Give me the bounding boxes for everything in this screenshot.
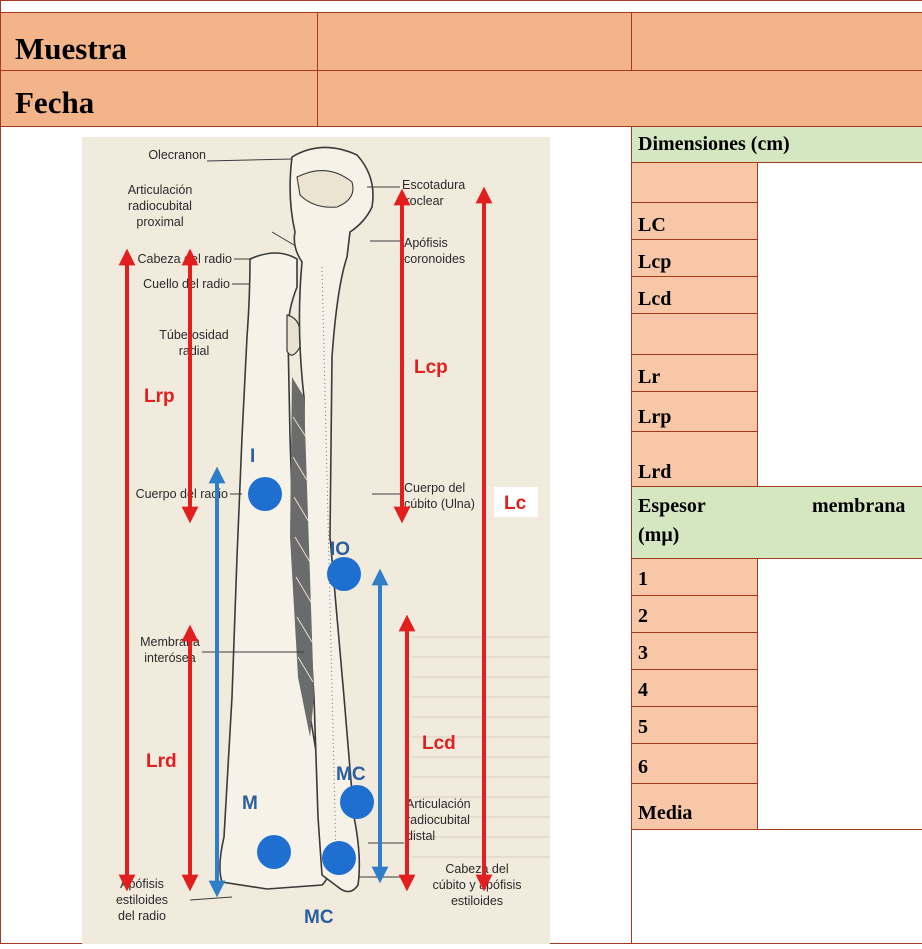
label-point-mc-upper: MC <box>336 764 366 785</box>
label-lcd: Lcd <box>422 733 456 754</box>
label-cabeza-cubito-1: Cabeza del <box>445 862 508 876</box>
point-i <box>248 477 282 511</box>
label-tuberosidad-1: Túberosidad <box>159 328 229 342</box>
dimension-label: Lcd <box>638 288 671 311</box>
dimension-label-cell <box>632 314 758 355</box>
membrane-row-cell: 6 <box>632 744 758 784</box>
dimensions-title: Dimensiones (cm) <box>638 133 790 156</box>
label-cabeza-cubito-2: cúbito y apófisis <box>433 878 522 892</box>
membrane-header-cell: Espesor membrana (mμ) <box>632 487 922 559</box>
label-apofisis-radio-3: del radio <box>118 909 166 923</box>
dimension-label: Lcp <box>638 251 671 274</box>
dimension-label-cell <box>632 163 758 203</box>
fecha-value-cell[interactable] <box>318 71 922 127</box>
point-io <box>327 557 361 591</box>
point-mc-upper <box>340 785 374 819</box>
dimension-label-cell: Lrd <box>632 432 758 487</box>
muestra-value-cell-1[interactable] <box>318 12 632 71</box>
muestra-value-cell-2[interactable] <box>632 12 922 71</box>
label-cabeza-radio: Cabeza del radio <box>137 252 232 266</box>
label-art-prox-3: proximal <box>136 215 183 229</box>
label-lc: Lc <box>504 493 527 514</box>
dimension-label-cell: Lr <box>632 355 758 392</box>
forearm-bones-figure: Olecranon Articulación radiocubital prox… <box>82 137 550 944</box>
label-art-dist-1: Articulación <box>406 797 471 811</box>
dimension-label: LC <box>638 214 666 237</box>
point-m <box>257 835 291 869</box>
membrane-row-cell: 3 <box>632 633 758 670</box>
dimension-label: Lr <box>638 366 660 389</box>
point-mc-lower <box>322 841 356 875</box>
membrane-row-cell: Media <box>632 784 758 830</box>
dimension-label-cell: Lrp <box>632 392 758 432</box>
label-point-mc-lower: MC <box>304 907 334 928</box>
membrane-title-word1: Espesor <box>638 495 706 518</box>
label-art-dist-3: distal <box>406 829 435 843</box>
label-lrd: Lrd <box>146 751 177 772</box>
label-point-i: I <box>250 446 255 467</box>
membrane-row-cell: 4 <box>632 670 758 707</box>
label-cuello-radio: Cuello del radio <box>143 277 230 291</box>
label-cabeza-cubito-3: estiloides <box>451 894 503 908</box>
membrane-row-label: 6 <box>638 756 648 779</box>
dimension-label: Lrp <box>638 406 671 429</box>
label-coronoides-1: Apófisis <box>404 236 448 250</box>
membrane-row-cell: 5 <box>632 707 758 744</box>
dimension-label-cell: Lcp <box>632 240 758 277</box>
label-coronoides-2: coronoides <box>404 252 465 266</box>
label-point-io: IO <box>330 539 350 560</box>
membrane-title-word2: membrana <box>812 495 905 518</box>
membrane-values-cell[interactable] <box>758 559 922 830</box>
muestra-label-cell: Muestra <box>0 12 318 71</box>
label-apofisis-radio-2: estiloides <box>116 893 168 907</box>
bottom-empty-cell <box>632 830 922 944</box>
membrane-row-label: 1 <box>638 568 648 591</box>
dimension-values-cell[interactable] <box>758 163 922 487</box>
label-cuerpo-cubito-2: cúbito (Ulna) <box>404 497 475 511</box>
label-art-prox-2: radiocubital <box>128 199 192 213</box>
label-art-prox-1: Articulación <box>128 183 193 197</box>
label-escotadura-2: troclear <box>402 194 444 208</box>
dimensions-header-cell: Dimensiones (cm) <box>632 127 922 163</box>
label-cuerpo-radio: Cuerpo del radio <box>136 487 228 501</box>
membrane-title-unit: (mμ) <box>638 524 679 547</box>
label-escotadura-1: Escotadura <box>402 178 465 192</box>
label-olecranon: Olecranon <box>148 148 206 162</box>
membrane-row-cell: 1 <box>632 559 758 596</box>
dimension-label-cell: Lcd <box>632 277 758 314</box>
label-cuerpo-cubito-1: Cuerpo del <box>404 481 465 495</box>
membrane-row-label: 2 <box>638 605 648 628</box>
muestra-label: Muestra <box>15 31 127 67</box>
membrane-row-label: Media <box>638 802 692 825</box>
membrane-row-label: 4 <box>638 679 648 702</box>
label-lrp: Lrp <box>144 386 175 407</box>
label-lcp: Lcp <box>414 357 448 378</box>
label-tuberosidad-2: radial <box>179 344 210 358</box>
dimension-label: Lrd <box>638 461 671 484</box>
fecha-label: Fecha <box>15 85 94 121</box>
label-art-dist-2: radiocubital <box>406 813 470 827</box>
membrane-row-label: 3 <box>638 642 648 665</box>
dimension-label-cell: LC <box>632 203 758 240</box>
fecha-label-cell: Fecha <box>0 71 318 127</box>
membrane-row-label: 5 <box>638 716 648 739</box>
membrane-row-cell: 2 <box>632 596 758 633</box>
label-point-m: M <box>242 793 258 814</box>
